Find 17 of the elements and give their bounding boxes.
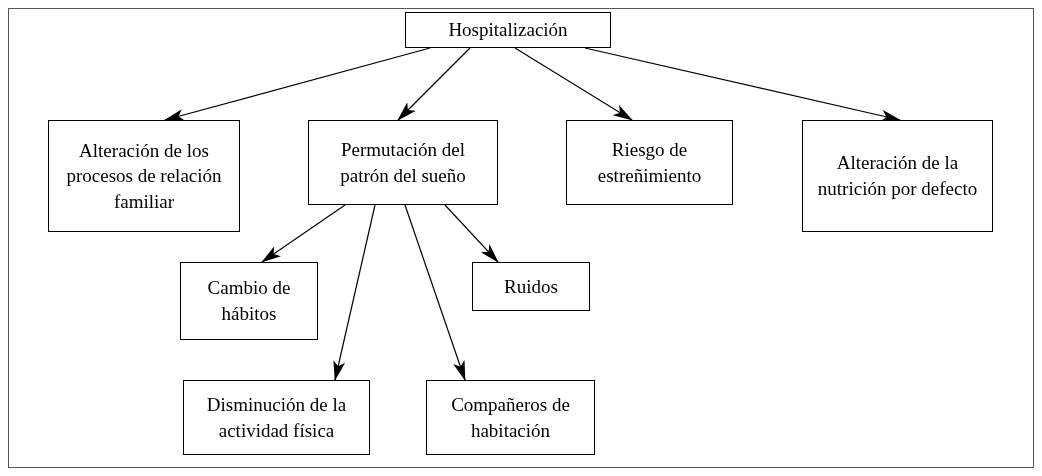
arrow (164, 47, 431, 121)
arrow (444, 204, 499, 263)
arrow (584, 47, 901, 122)
arrow (261, 204, 346, 263)
text-box: Ruidos (472, 262, 590, 311)
arrow (333, 204, 376, 381)
text-box: Riesgo de estreñimiento (566, 120, 733, 205)
text-box: Compañeros de habitación (426, 380, 595, 455)
text-box: Hospitalización (405, 12, 611, 48)
text-box: Alteración de la nutrición por defecto (802, 120, 993, 232)
text-box: Cambio de hábitos (180, 262, 318, 340)
text-box: Permutación del patrón del sueño (308, 120, 498, 205)
text-box: Alteración de los procesos de relación familiar (48, 120, 240, 232)
arrow (397, 47, 471, 121)
arrow (404, 204, 466, 381)
arrow (514, 47, 633, 121)
text-box: Disminución de la actividad física (183, 380, 370, 455)
